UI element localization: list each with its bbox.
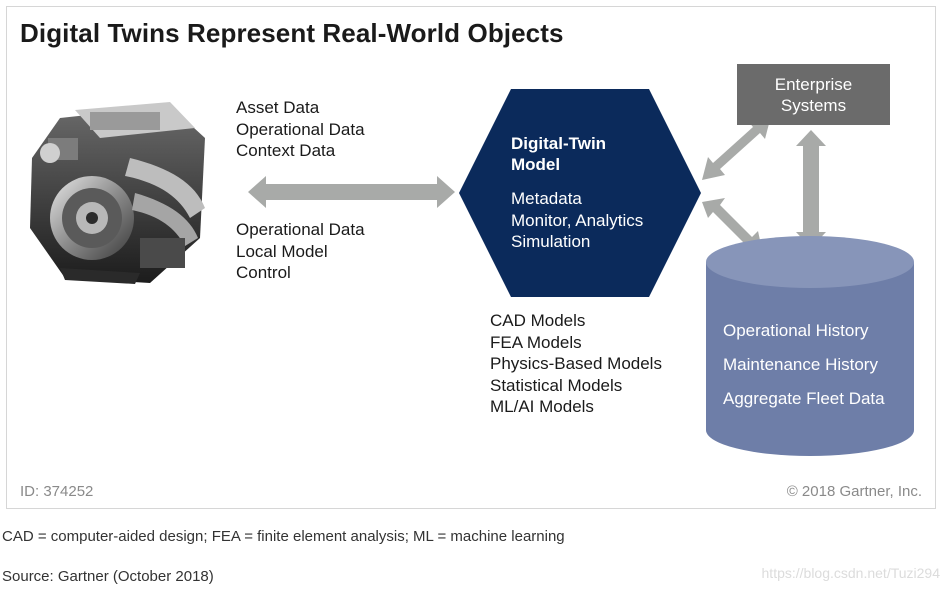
double-arrow-enterprise-history: [796, 130, 826, 248]
local-label: Operational Data: [236, 220, 365, 239]
model-item: Statistical Models: [490, 375, 623, 395]
engine-image: [30, 102, 205, 284]
double-arrow-engine-twin: [248, 176, 455, 208]
local-label: Control: [236, 263, 291, 282]
hexagon-title-line1: Digital-Twin: [511, 134, 607, 153]
asset-label: Asset Data: [236, 98, 320, 117]
source-note: Source: Gartner (October 2018): [2, 568, 214, 585]
models-list: CAD Models FEA Models Physics-Based Mode…: [490, 310, 662, 418]
asset-label: Context Data: [236, 141, 336, 160]
history-items: Operational History Maintenance History …: [723, 320, 885, 422]
model-item: FEA Models: [490, 332, 582, 352]
digital-twin-hexagon: [459, 89, 701, 297]
history-item: Operational History: [723, 321, 869, 340]
watermark: https://blog.csdn.net/Tuzi294: [761, 565, 940, 581]
copyright: © 2018 Gartner, Inc.: [786, 483, 922, 500]
enterprise-line2: Systems: [780, 95, 847, 115]
history-database-cylinder: [706, 236, 914, 456]
history-item: Aggregate Fleet Data: [723, 389, 885, 408]
model-item: CAD Models: [490, 311, 586, 330]
hexagon-items: Metadata Monitor, Analytics Simulation: [511, 188, 643, 253]
enterprise-systems-box: Enterprise Systems: [737, 64, 890, 125]
local-label: Local Model: [236, 241, 328, 261]
hexagon-title-line2: Model: [511, 155, 561, 174]
history-item: Maintenance History: [723, 355, 878, 374]
double-arrow-twin-enterprise-upper: [702, 116, 771, 180]
figure-title: Digital Twins Represent Real-World Objec…: [20, 18, 564, 48]
model-item: Physics-Based Models: [490, 354, 662, 373]
asset-data-list: Asset Data Operational Data Context Data: [236, 97, 365, 162]
figure-id: ID: 374252: [20, 483, 94, 500]
abbreviations-note: CAD = computer-aided design; FEA = finit…: [2, 528, 565, 545]
enterprise-line1: Enterprise: [774, 74, 853, 94]
hexagon-item: Metadata: [511, 189, 582, 208]
hexagon-title: Digital-Twin Model: [511, 133, 606, 175]
local-data-list: Operational Data Local Model Control: [236, 219, 365, 284]
hexagon-item: Monitor, Analytics: [511, 210, 644, 230]
double-arrow-twin-history: [702, 198, 763, 254]
hexagon-item: Simulation: [511, 232, 591, 251]
model-item: ML/AI Models: [490, 397, 594, 416]
asset-label: Operational Data: [236, 119, 365, 139]
